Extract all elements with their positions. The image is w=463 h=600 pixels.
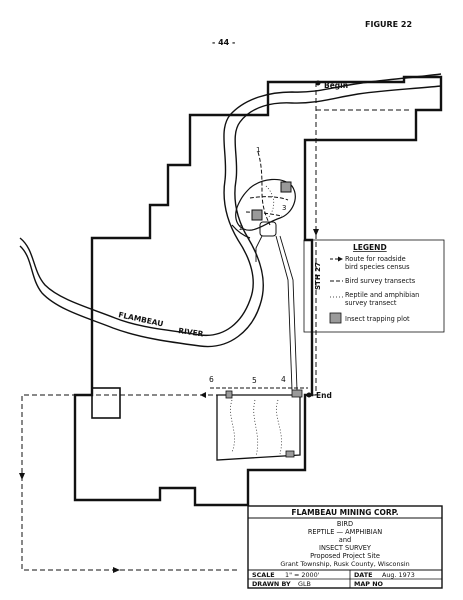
page-number: - 44 - [212, 38, 235, 47]
transect-number-3: 3 [282, 204, 286, 212]
legend-item-route-line2: bird species census [345, 263, 410, 271]
connector-west [255, 235, 263, 262]
title-line-insect: INSECT SURVEY [319, 544, 372, 552]
title-line-reptile: REPTILE — AMPHIBIAN [308, 528, 382, 536]
transect-number-1: 1 [256, 146, 260, 154]
plot-frame-north [259, 221, 277, 237]
figure-label: FIGURE 22 [365, 20, 412, 29]
insect-plot-south-3 [285, 450, 295, 458]
title-line-location: Grant Township, Rusk County, Wisconsin [280, 560, 409, 568]
title-line-and: and [339, 536, 351, 544]
drawn-by-label: DRAWN BY [252, 580, 291, 588]
legend-item-reptile-line2: survey transect [345, 299, 397, 307]
legend-item-route-line1: Route for roadside [345, 255, 406, 263]
roadside-census-route [19, 82, 410, 573]
transect-number-6: 6 [209, 375, 214, 384]
reptile-transect-north [265, 185, 275, 219]
scale-value: 1" = 2000' [285, 571, 320, 579]
drawn-by-value: GLB [298, 580, 311, 588]
scale-label: SCALE [252, 571, 275, 579]
map-no-label: MAP NO [354, 580, 384, 588]
project-boundary [73, 75, 443, 507]
reptile-transects-south [230, 399, 282, 457]
south-plot-outline [216, 394, 301, 461]
begin-label: Begin [324, 81, 348, 90]
transect-number-5: 5 [252, 376, 257, 385]
date-label: DATE [354, 571, 372, 579]
date-value: Aug. 1973 [382, 571, 415, 579]
insect-plot-south-1 [225, 390, 233, 399]
title-block: FLAMBEAU MINING CORP. BIRD REPTILE — AMP… [247, 505, 443, 589]
transect-number-4: 4 [281, 375, 286, 384]
insect-plot-north-2 [280, 181, 292, 193]
road-label: STH 27 [314, 262, 322, 290]
legend-item-bird-transect: Bird survey transects [345, 277, 416, 285]
insect-plot-north-1 [251, 209, 263, 221]
legend-item-reptile-line1: Reptile and amphibian [345, 291, 419, 299]
title-line-project: Proposed Project Site [310, 552, 380, 560]
river-label-river: RIVER [178, 326, 204, 338]
title-company: FLAMBEAU MINING CORP. [291, 508, 398, 517]
begin-marker [315, 80, 321, 86]
transect-number-2: 2 [239, 224, 243, 232]
legend: LEGEND Route for roadside bird species c… [303, 239, 445, 333]
flambeau-river [19, 73, 442, 348]
inset-square [91, 387, 121, 419]
title-line-bird: BIRD [337, 520, 353, 528]
end-label: End [316, 391, 332, 400]
end-marker [306, 392, 312, 398]
legend-title: LEGEND [353, 243, 387, 252]
insect-plot-south-2 [291, 389, 303, 398]
access-road [275, 235, 298, 391]
bird-transect-north [245, 151, 289, 226]
legend-item-insect-plot: Insect trapping plot [345, 315, 410, 323]
